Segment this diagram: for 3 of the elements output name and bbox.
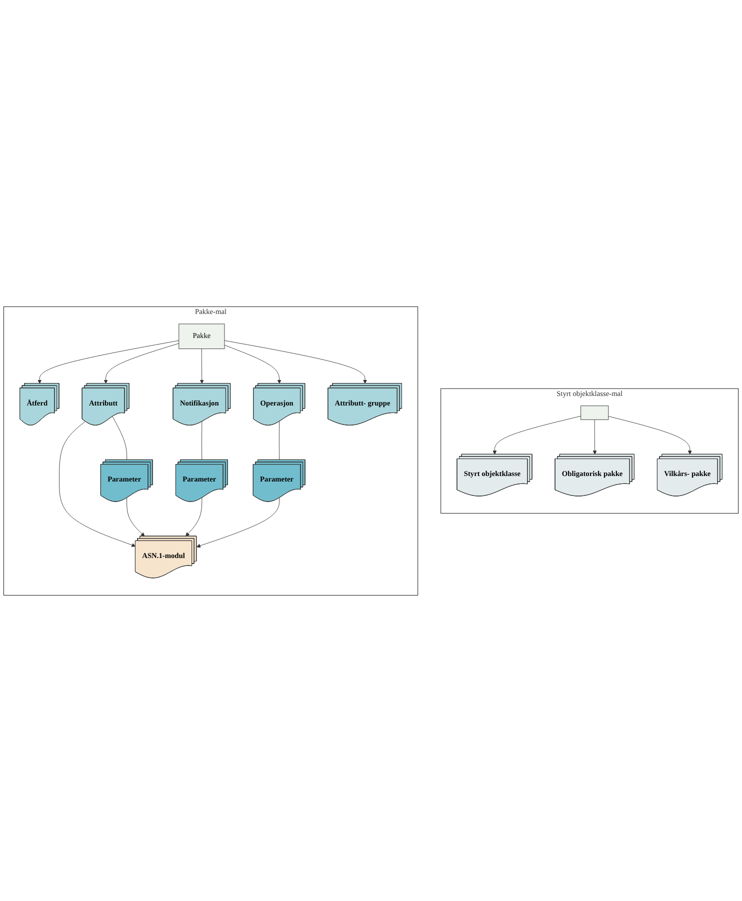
node-box bbox=[580, 405, 609, 420]
connector bbox=[278, 420, 280, 460]
connector bbox=[112, 416, 128, 460]
